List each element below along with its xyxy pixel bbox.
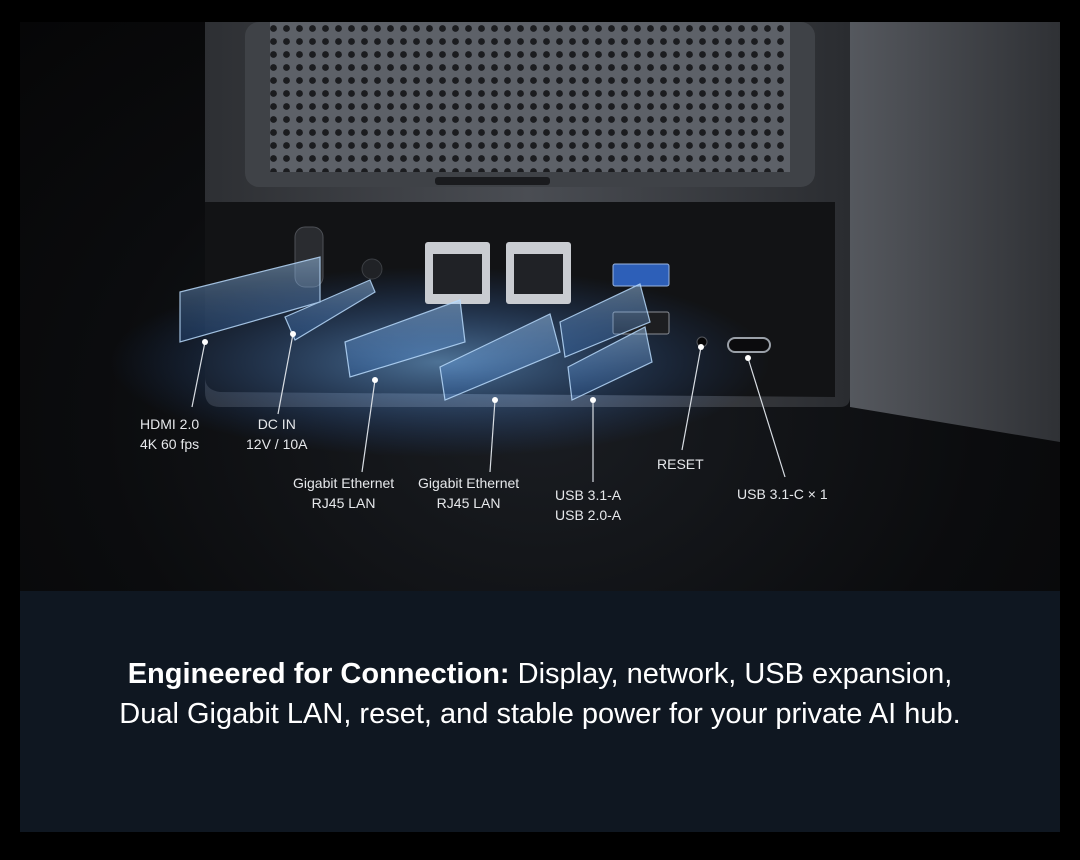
dc-port <box>361 258 383 280</box>
device-illustration <box>110 22 1060 482</box>
label-ethernet-2-line1: Gigabit Ethernet <box>418 475 520 491</box>
grille-latch <box>435 177 550 185</box>
label-hdmi-line1: HDMI 2.0 <box>140 416 200 432</box>
label-usb-c-line1: USB 3.1-C × 1 <box>737 486 828 502</box>
label-dc-in-line1: DC IN <box>257 416 296 432</box>
label-ethernet-2: Gigabit Ethernet RJ45 LAN <box>418 473 519 513</box>
caption-heading: Engineered for Connection: <box>127 658 510 690</box>
label-ethernet-1-line2: RJ45 LAN <box>311 495 376 511</box>
caption-line-1-text: Display, network, USB expansion, <box>509 658 953 690</box>
leader-dots <box>202 331 751 403</box>
label-ethernet-1: Gigabit Ethernet RJ45 LAN <box>293 473 394 513</box>
label-ethernet-1-line1: Gigabit Ethernet <box>293 475 395 491</box>
leader-lines <box>191 333 786 482</box>
device-side-panel <box>850 22 1060 442</box>
caption-line-1: Engineered for Connection: Display, netw… <box>20 654 1060 694</box>
usb-a-port-top <box>612 263 670 287</box>
label-hdmi: HDMI 2.0 4K 60 fps <box>140 414 199 454</box>
label-hdmi-line2: 4K 60 fps <box>140 436 200 452</box>
label-usb-c: USB 3.1-C × 1 <box>737 484 828 504</box>
label-ethernet-2-line2: RJ45 LAN <box>436 495 501 511</box>
usb-c-port <box>727 337 771 353</box>
caption-line-2: Dual Gigabit LAN, reset, and stable powe… <box>119 698 961 730</box>
label-usb-a-line2: USB 2.0-A <box>555 507 622 523</box>
label-dc-in-line2: 12V / 10A <box>246 436 308 452</box>
label-reset: RESET <box>657 454 704 474</box>
device-photo: HDMI 2.0 4K 60 fps DC IN 12V / 10A Gigab… <box>20 22 1060 591</box>
label-usb-a: USB 3.1-A USB 2.0-A <box>555 485 621 525</box>
label-usb-a-line1: USB 3.1-A <box>555 487 622 503</box>
product-image-frame: HDMI 2.0 4K 60 fps DC IN 12V / 10A Gigab… <box>20 22 1060 832</box>
label-reset-line1: RESET <box>657 456 704 472</box>
vent-grille <box>270 22 790 172</box>
caption: Engineered for Connection: Display, netw… <box>20 654 1060 734</box>
label-dc-in: DC IN 12V / 10A <box>246 414 308 454</box>
